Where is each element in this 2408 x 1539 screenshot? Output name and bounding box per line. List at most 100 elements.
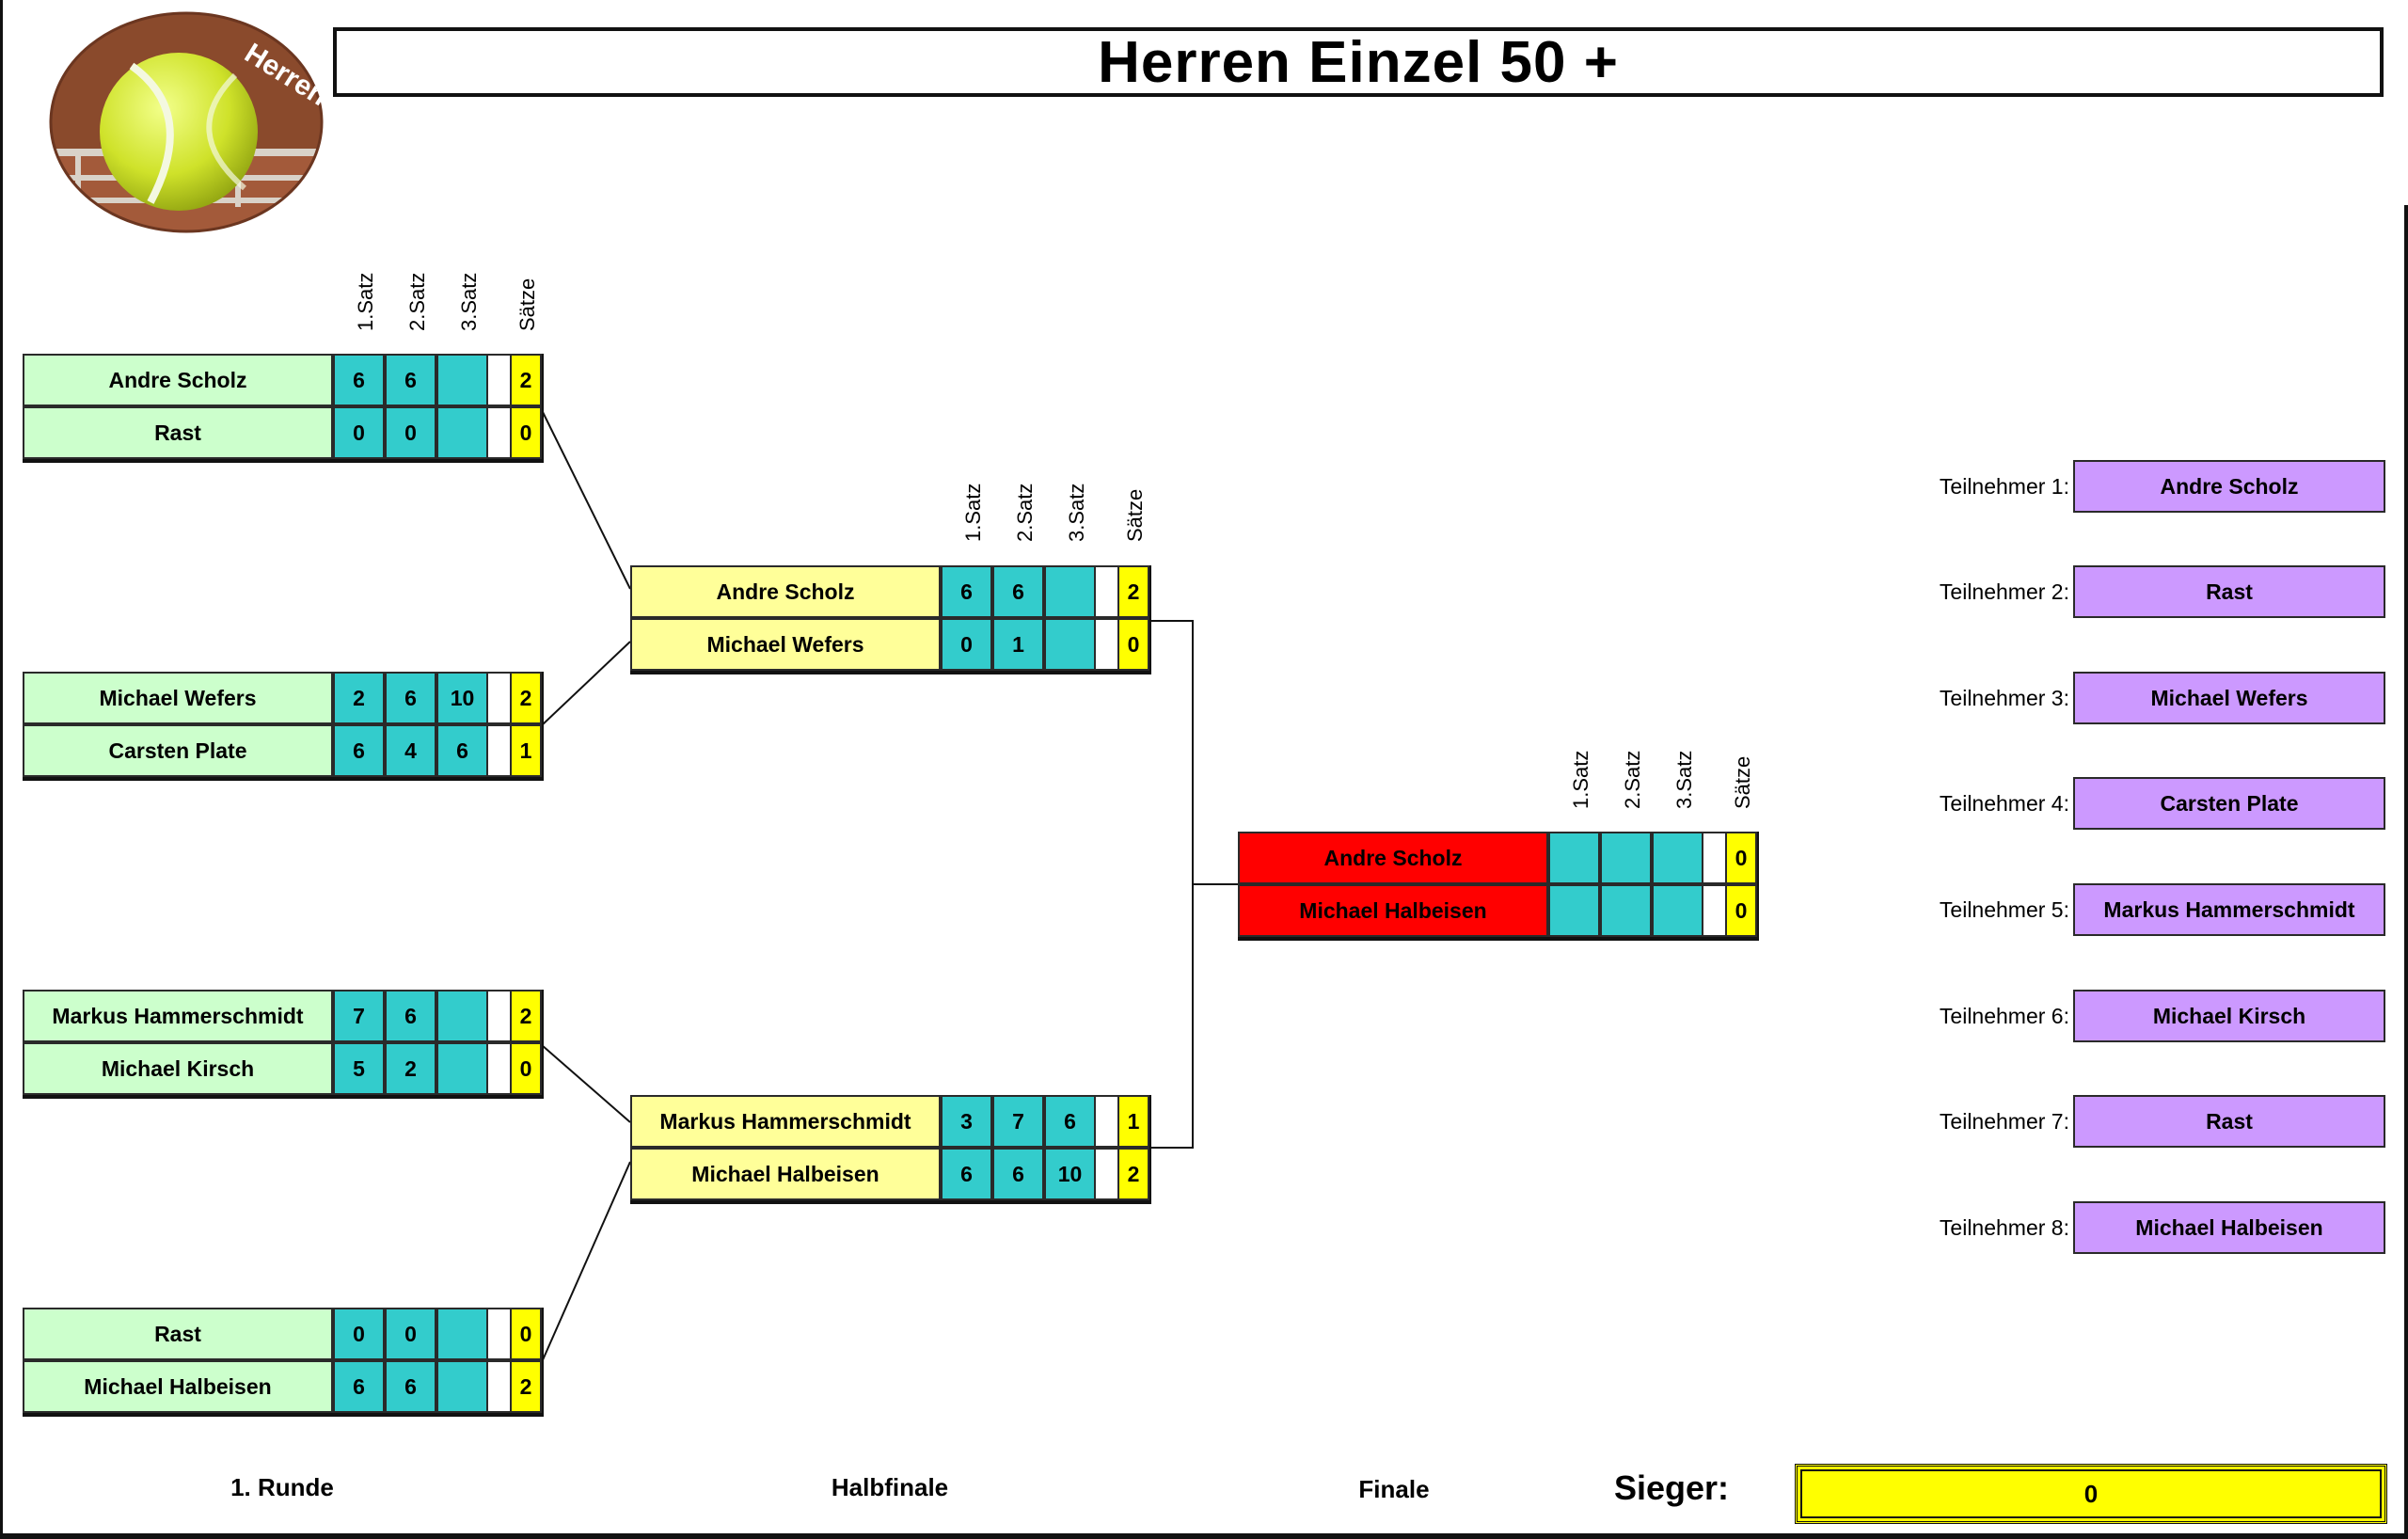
- set1-score[interactable]: 2: [333, 672, 385, 724]
- set2-score[interactable]: 7: [992, 1095, 1044, 1148]
- sets-won[interactable]: 1: [510, 724, 542, 777]
- sets-won[interactable]: 2: [510, 354, 542, 406]
- winner-field[interactable]: 0: [1795, 1464, 2387, 1524]
- player-name[interactable]: Andre Scholz: [630, 565, 941, 618]
- sets-won[interactable]: 1: [1117, 1095, 1149, 1148]
- participant-field[interactable]: Rast: [2073, 1095, 2385, 1148]
- player-name[interactable]: Markus Hammerschmidt: [630, 1095, 941, 1148]
- set2-score[interactable]: 6: [385, 672, 436, 724]
- set3-score[interactable]: 6: [436, 724, 488, 777]
- participant-field[interactable]: Michael Kirsch: [2073, 990, 2385, 1042]
- set2-score[interactable]: 6: [385, 990, 436, 1042]
- match-round1-4: Rast 0 0 0 Michael Halbeisen 6 6 2: [23, 1308, 544, 1417]
- player-row: Michael Halbeisen 6 6 10 2: [630, 1148, 1149, 1200]
- player-row: Andre Scholz 0: [1238, 832, 1757, 884]
- set1-score[interactable]: 6: [941, 565, 992, 618]
- player-name[interactable]: Michael Wefers: [23, 672, 333, 724]
- player-row: Markus Hammerschmidt 3 7 6 1: [630, 1095, 1149, 1148]
- participant-field[interactable]: Michael Halbeisen: [2073, 1201, 2385, 1254]
- cell-gap: [1096, 565, 1117, 618]
- set2-score[interactable]: 6: [992, 565, 1044, 618]
- set1-score[interactable]: 6: [333, 354, 385, 406]
- match-round1-3: Markus Hammerschmidt 7 6 2 Michael Kirsc…: [23, 990, 544, 1099]
- header-set2: 2.Satz: [1621, 750, 1644, 809]
- set2-score[interactable]: 0: [385, 406, 436, 459]
- sets-won[interactable]: 0: [510, 406, 542, 459]
- set2-score[interactable]: 6: [992, 1148, 1044, 1200]
- set1-score[interactable]: [1548, 832, 1600, 884]
- match-semifinal-2: Markus Hammerschmidt 3 7 6 1 Michael Hal…: [630, 1095, 1151, 1204]
- set3-score[interactable]: [436, 1360, 488, 1413]
- sets-won[interactable]: 2: [1117, 565, 1149, 618]
- player-name[interactable]: Michael Halbeisen: [23, 1360, 333, 1413]
- set3-score[interactable]: [1044, 618, 1096, 671]
- set2-score[interactable]: 1: [992, 618, 1044, 671]
- sets-won[interactable]: 2: [1117, 1148, 1149, 1200]
- player-row: Michael Kirsch 5 2 0: [23, 1042, 542, 1095]
- sets-won[interactable]: 0: [1725, 832, 1757, 884]
- participant-field[interactable]: Rast: [2073, 565, 2385, 618]
- set1-score[interactable]: 6: [941, 1148, 992, 1200]
- set3-score[interactable]: 6: [1044, 1095, 1096, 1148]
- set2-score[interactable]: 6: [385, 354, 436, 406]
- set3-score[interactable]: [436, 1042, 488, 1095]
- player-row: Rast 0 0 0: [23, 406, 542, 459]
- header-set2: 2.Satz: [405, 272, 429, 331]
- sets-won[interactable]: 0: [1725, 884, 1757, 937]
- set1-score[interactable]: 6: [333, 1360, 385, 1413]
- sets-won[interactable]: 2: [510, 990, 542, 1042]
- set3-score[interactable]: [436, 406, 488, 459]
- sets-won[interactable]: 2: [510, 1360, 542, 1413]
- sets-won[interactable]: 0: [510, 1042, 542, 1095]
- set1-score[interactable]: 5: [333, 1042, 385, 1095]
- set3-score[interactable]: 10: [1044, 1148, 1096, 1200]
- set1-score[interactable]: 0: [333, 1308, 385, 1360]
- set3-score[interactable]: [1044, 565, 1096, 618]
- player-name[interactable]: Michael Halbeisen: [1238, 884, 1548, 937]
- cell-gap: [1703, 832, 1725, 884]
- participant-field[interactable]: Carsten Plate: [2073, 777, 2385, 830]
- sets-won[interactable]: 2: [510, 672, 542, 724]
- header-sets: Sätze: [1731, 755, 1754, 809]
- set2-score[interactable]: [1600, 832, 1652, 884]
- set1-score[interactable]: 3: [941, 1095, 992, 1148]
- winner-value: 0: [2083, 1479, 2099, 1508]
- set3-score[interactable]: [436, 1308, 488, 1360]
- set2-score[interactable]: 6: [385, 1360, 436, 1413]
- set2-score[interactable]: 2: [385, 1042, 436, 1095]
- player-name[interactable]: Rast: [23, 406, 333, 459]
- header-set3: 3.Satz: [1065, 483, 1088, 542]
- player-name[interactable]: Michael Kirsch: [23, 1042, 333, 1095]
- set1-score[interactable]: 7: [333, 990, 385, 1042]
- player-name[interactable]: Andre Scholz: [1238, 832, 1548, 884]
- set1-score[interactable]: 0: [941, 618, 992, 671]
- header-sets: Sätze: [1123, 488, 1147, 542]
- player-row: Andre Scholz 6 6 2: [630, 565, 1149, 618]
- set3-score[interactable]: [436, 354, 488, 406]
- player-name[interactable]: Andre Scholz: [23, 354, 333, 406]
- set2-score[interactable]: [1600, 884, 1652, 937]
- player-row: Rast 0 0 0: [23, 1308, 542, 1360]
- participant-field[interactable]: Michael Wefers: [2073, 672, 2385, 724]
- participant-field[interactable]: Markus Hammerschmidt: [2073, 883, 2385, 936]
- cell-gap: [488, 354, 510, 406]
- sets-won[interactable]: 0: [510, 1308, 542, 1360]
- set1-score[interactable]: [1548, 884, 1600, 937]
- set3-score[interactable]: 10: [436, 672, 488, 724]
- player-name[interactable]: Michael Halbeisen: [630, 1148, 941, 1200]
- participant-label: Teilnehmer 7:: [1939, 1109, 2069, 1134]
- participant-field[interactable]: Andre Scholz: [2073, 460, 2385, 513]
- set2-score[interactable]: 0: [385, 1308, 436, 1360]
- set1-score[interactable]: 6: [333, 724, 385, 777]
- set3-score[interactable]: [1652, 832, 1703, 884]
- set2-score[interactable]: 4: [385, 724, 436, 777]
- set1-score[interactable]: 0: [333, 406, 385, 459]
- sets-won[interactable]: 0: [1117, 618, 1149, 671]
- participant-label: Teilnehmer 3:: [1939, 686, 2069, 710]
- player-name[interactable]: Markus Hammerschmidt: [23, 990, 333, 1042]
- set3-score[interactable]: [436, 990, 488, 1042]
- set3-score[interactable]: [1652, 884, 1703, 937]
- player-name[interactable]: Carsten Plate: [23, 724, 333, 777]
- player-name[interactable]: Rast: [23, 1308, 333, 1360]
- player-name[interactable]: Michael Wefers: [630, 618, 941, 671]
